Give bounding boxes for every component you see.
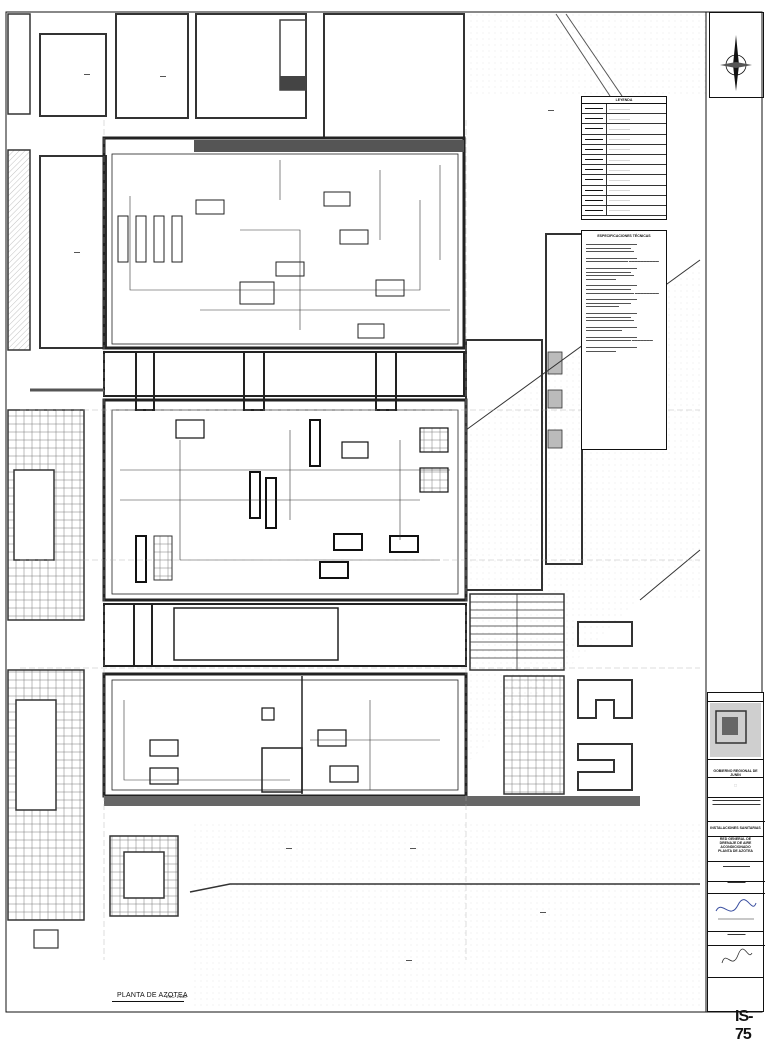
sheet-number: IS-75 bbox=[735, 1008, 753, 1043]
plan-title: PLANTA DE AZOTEA bbox=[117, 992, 188, 999]
legend-row: ——————— bbox=[582, 195, 666, 206]
spec-paragraph: ▬▬▬▬▬▬▬▬▬▬▬▬▬▬▬▬▬ ▬▬▬▬▬▬▬▬▬▬▬▬▬▬▬ ▬▬▬▬▬▬… bbox=[586, 334, 653, 343]
spec-paragraph: ▬▬▬▬▬▬▬▬▬▬▬▬▬▬▬▬▬ ▬▬▬▬▬▬▬▬▬▬▬▬ bbox=[586, 324, 637, 333]
legend-row: ——————— bbox=[582, 185, 666, 196]
handwritten-signature bbox=[721, 948, 753, 964]
legend-row: ——————— bbox=[582, 134, 666, 145]
legend-title: LEYENDA bbox=[582, 97, 666, 104]
legend-row: ——————— bbox=[582, 165, 666, 176]
legend-row: ——————— bbox=[582, 144, 666, 155]
specialty-name: INSTALACIONES SANITARIAS bbox=[708, 823, 763, 837]
legend-row: ——————— bbox=[582, 205, 666, 217]
plan-scale: ESC: 1:100 bbox=[166, 994, 187, 999]
title-block: GOBIERNO REGIONAL DE JUNÍN ⬚ ▬▬▬▬▬▬▬▬▬▬▬… bbox=[707, 692, 765, 1012]
sheet-title-line-3: PLANTA DE AZOTEA bbox=[718, 849, 753, 853]
project-name-block: ▬▬▬▬▬▬▬▬▬▬▬▬▬▬▬▬▬▬▬▬▬▬▬▬▬▬▬▬▬▬▬▬ bbox=[708, 797, 765, 822]
spec-paragraph: ▬▬▬▬▬▬▬▬▬▬▬▬▬▬▬▬▬ ▬▬▬▬▬▬▬▬▬▬▬▬▬▬▬ ▬▬▬▬▬▬… bbox=[586, 265, 637, 281]
key-plan-thumbnail bbox=[708, 703, 763, 760]
specs-title: ESPECIFICACIONES TÉCNICAS bbox=[597, 234, 651, 238]
signature-stamp bbox=[715, 899, 757, 920]
spec-paragraph: ▬▬▬▬▬▬▬▬▬▬▬▬▬▬▬▬▬ ▬▬▬▬▬▬▬▬▬▬ bbox=[586, 345, 637, 353]
legend-row: ——————— bbox=[582, 114, 666, 125]
north-arrow bbox=[709, 12, 764, 98]
sheet-title-line-2: DRENAJE DE AIRE ACONDICIONADO bbox=[719, 841, 752, 849]
stair-treads bbox=[469, 593, 565, 671]
owner-name: GOBIERNO REGIONAL DE JUNÍN bbox=[708, 769, 763, 778]
technical-specifications: ESPECIFICACIONES TÉCNICAS ▬▬▬▬▬▬▬▬▬▬▬▬▬▬… bbox=[581, 230, 667, 450]
legend-row: ——————— bbox=[582, 104, 666, 115]
sheet-title-line-1: RED GENERAL DE bbox=[719, 837, 752, 841]
compass-icon bbox=[720, 35, 752, 91]
legend-table: LEYENDA ——————— ——————— ——————— ——————— … bbox=[581, 96, 667, 220]
spec-paragraph: ▬▬▬▬▬▬▬▬▬▬▬▬▬▬▬▬▬ ▬▬▬▬▬▬▬▬▬▬▬▬▬▬▬ ▬▬▬▬▬▬… bbox=[586, 283, 659, 295]
legend-row: ——————— bbox=[582, 154, 666, 166]
spec-paragraph: ▬▬▬▬▬▬▬▬▬▬▬▬▬▬▬▬▬ ▬▬▬▬▬▬▬▬▬▬▬▬▬▬▬ ▬▬▬▬▬▬… bbox=[586, 297, 637, 309]
legend-row: ——————— bbox=[582, 124, 666, 135]
legend-row: ——————— bbox=[582, 175, 666, 186]
spec-paragraph: ▬▬▬▬▬▬▬▬▬▬▬▬▬▬▬▬▬ ▬▬▬▬▬▬▬▬▬▬▬▬▬▬▬ ▬▬▬▬▬▬… bbox=[586, 242, 637, 254]
spec-paragraph: ▬▬▬▬▬▬▬▬▬▬▬▬▬▬▬▬▬ ▬▬▬▬▬▬▬▬▬▬▬▬▬▬▬ ▬▬▬▬▬▬… bbox=[586, 310, 637, 323]
spec-paragraph: ▬▬▬▬▬▬▬▬▬▬▬▬▬▬▬▬▬ ▬▬▬▬▬▬▬▬▬▬▬▬▬▬ ▬▬▬▬▬▬▬… bbox=[586, 255, 659, 264]
plan-title-underline bbox=[112, 1001, 184, 1002]
